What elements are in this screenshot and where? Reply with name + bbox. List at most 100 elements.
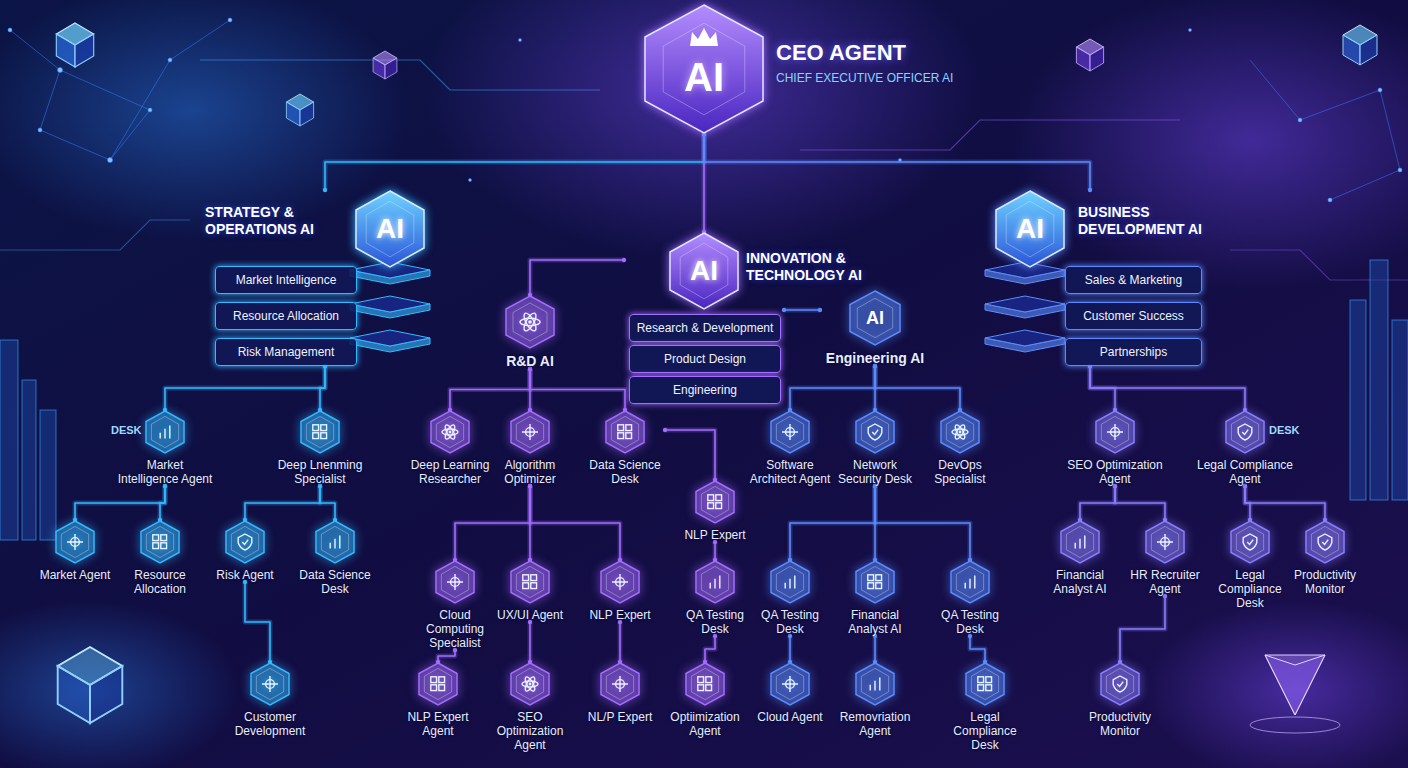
cube-face xyxy=(75,34,94,67)
connector-line xyxy=(874,636,876,662)
connector-glow xyxy=(245,582,270,662)
agent-label: HR Recruiter Agent xyxy=(1124,568,1206,596)
agent-node: DESKMarket Intelligence Agent xyxy=(115,410,215,486)
connector-line xyxy=(438,650,455,662)
connector-glow xyxy=(530,486,620,560)
icon-glyph xyxy=(626,425,632,431)
connector xyxy=(873,634,877,664)
icon-glyph xyxy=(522,311,539,332)
icon-glyph xyxy=(238,534,252,550)
hex-facet xyxy=(776,668,803,699)
connector-glow xyxy=(704,134,1090,190)
hex-icon xyxy=(770,560,810,604)
hex-icon xyxy=(965,662,1005,706)
agent-label: Engineering AI xyxy=(820,350,930,366)
icon-glyph xyxy=(708,495,714,501)
agent-label: QA Testing Desk xyxy=(933,608,1007,636)
network-line xyxy=(110,20,230,160)
glowing-cube xyxy=(58,647,123,723)
connector xyxy=(1243,484,1327,522)
connector-dot xyxy=(818,308,822,312)
connector xyxy=(1078,484,1117,522)
cube xyxy=(1343,25,1377,65)
agent-label: Algorithm Optimizer xyxy=(490,458,570,486)
icon-glyph xyxy=(978,677,984,683)
icon-wrap xyxy=(940,410,980,454)
division-heading: INNOVATION & TECHNOLOGY AI xyxy=(746,250,896,284)
agent-node: DevOps Specialist xyxy=(915,410,1005,486)
stack-pill: Engineering xyxy=(629,376,781,404)
connector-line xyxy=(455,486,530,560)
icon-glyph xyxy=(952,429,968,435)
cube-face xyxy=(58,666,90,723)
hex-facet xyxy=(436,416,463,447)
connector-line xyxy=(970,636,985,662)
connector-line xyxy=(1115,486,1165,520)
connector-line xyxy=(450,369,530,410)
connector-glow xyxy=(1080,486,1115,520)
icon-glyph xyxy=(870,678,880,691)
division-heading: STRATEGY & OPERATIONS AI xyxy=(205,204,350,238)
agent-node: Risk Agent xyxy=(204,520,286,582)
icon-glyph xyxy=(313,425,319,431)
connector-dot xyxy=(622,258,626,262)
connector-line xyxy=(619,622,621,662)
agent-label: Productivity Monitor xyxy=(1079,710,1161,738)
connector xyxy=(243,580,272,664)
hex-icon xyxy=(1060,520,1100,564)
hex-icon xyxy=(510,410,550,454)
hex-icon xyxy=(225,520,265,564)
icon-glyph xyxy=(953,424,966,441)
hex-shape xyxy=(1101,663,1139,705)
hex-facet xyxy=(861,416,888,447)
agent-node: Cloud Computing Specialist xyxy=(418,560,492,650)
agent-label: Resource Allocation xyxy=(119,568,201,596)
connector-line xyxy=(790,486,875,560)
icon-glyph xyxy=(523,575,529,581)
hex-icon xyxy=(315,520,355,564)
icon-glyph xyxy=(612,574,628,590)
icon-glyph xyxy=(1075,536,1085,549)
connector xyxy=(618,620,622,664)
icon-wrap xyxy=(1305,520,1345,564)
icon-glyph xyxy=(529,683,532,686)
icon-glyph xyxy=(528,320,532,324)
hex-facet xyxy=(861,566,888,597)
bar xyxy=(22,380,36,540)
icon-glyph xyxy=(1238,424,1252,440)
icon-glyph xyxy=(716,495,722,501)
connector-glow xyxy=(320,366,325,410)
hex-icon xyxy=(145,410,185,454)
hex-icon xyxy=(855,560,895,604)
hex-icon xyxy=(1145,520,1185,564)
agent-label: Cloud Agent xyxy=(749,710,831,724)
hex-facet xyxy=(606,566,633,597)
hex-shape xyxy=(226,521,264,563)
network-line xyxy=(10,30,150,160)
connector xyxy=(873,484,972,562)
icon-wrap xyxy=(1100,662,1140,706)
icon-wrap xyxy=(965,662,1005,706)
agent-label: Financial Analyst AI xyxy=(838,608,912,636)
hex-facet xyxy=(956,566,983,597)
connector xyxy=(788,634,792,664)
glow xyxy=(0,0,410,240)
icon-glyph xyxy=(439,685,445,691)
hex-shape xyxy=(146,411,184,453)
agent-node: Optiimization Agent xyxy=(664,662,746,738)
icon-glyph xyxy=(1117,682,1123,687)
bar xyxy=(40,410,56,540)
agent-node: AIEngineering AI xyxy=(820,290,930,366)
hex-wrap: AI xyxy=(669,232,739,310)
icon-wrap xyxy=(55,520,95,564)
agent-label: Deep Lnenming Specialist xyxy=(270,458,370,486)
icon-glyph xyxy=(443,424,456,441)
icon-wrap xyxy=(855,662,895,706)
stack-pill: Partnerships xyxy=(1065,338,1202,366)
agent-label: Financial Analyst AI xyxy=(1039,568,1121,596)
connector-glow xyxy=(528,622,533,662)
connector-line xyxy=(789,636,791,662)
agent-node: Deep Learning Researcher xyxy=(410,410,490,486)
desk-tag: DESK xyxy=(111,424,142,436)
hex-facet xyxy=(424,668,451,699)
